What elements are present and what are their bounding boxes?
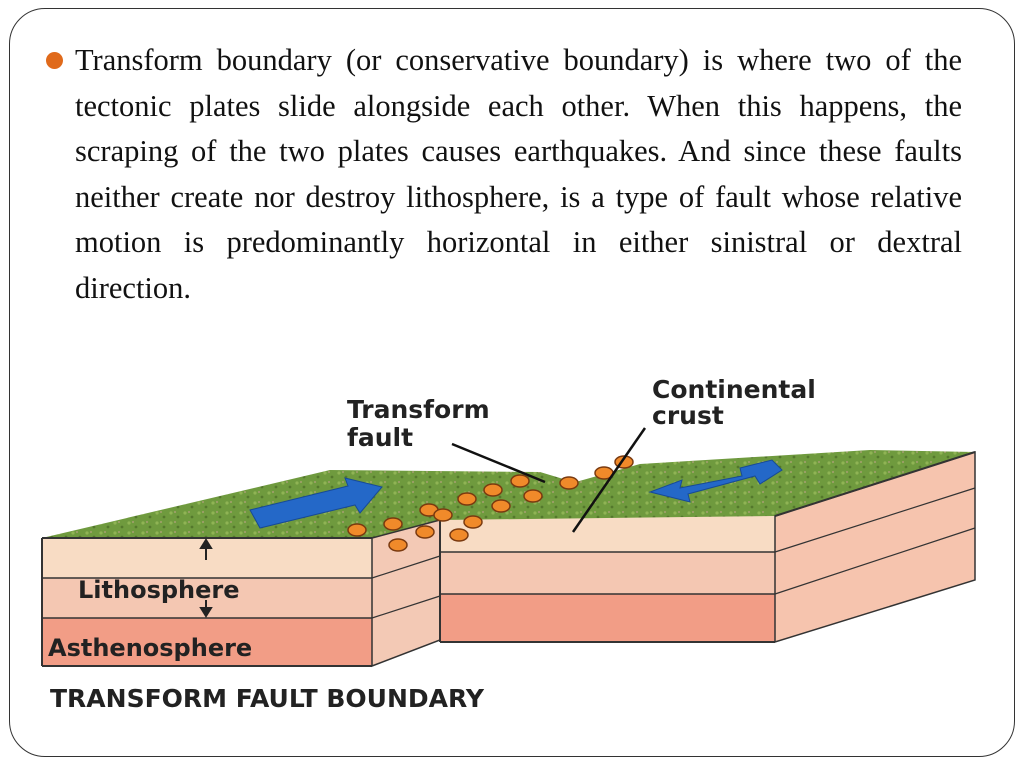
earthquake-dot <box>491 499 511 513</box>
earthquake-dot <box>449 528 469 542</box>
earthquake-dot <box>415 525 435 539</box>
right-asthenosphere-layer <box>440 594 775 642</box>
bullet-point-icon <box>46 52 63 69</box>
continental-crust-leader-line <box>571 427 647 533</box>
right-plate-motion-arrow <box>648 459 783 503</box>
earthquake-dot <box>388 538 408 552</box>
earthquake-foci <box>347 455 634 552</box>
earthquake-dot <box>433 508 453 522</box>
transform-fault-leader-line <box>451 442 546 484</box>
left-plate-motion-arrow <box>249 477 383 529</box>
earthquake-dot <box>559 476 579 490</box>
label-asthenosphere: Asthenosphere <box>48 634 252 662</box>
left-asthenosphere-layer <box>42 618 372 666</box>
earthquake-dot <box>510 474 530 488</box>
bullet-text: Transform boundary (or conservative boun… <box>75 43 962 305</box>
diagram-caption: TRANSFORM FAULT BOUNDARY <box>50 684 485 713</box>
label-transform-fault-line1: Transform <box>347 395 490 424</box>
right-plate-surface <box>440 450 975 540</box>
label-continental-crust-line1: Continental <box>652 375 816 404</box>
right-crust-layer <box>440 516 775 552</box>
lithosphere-thickness-arrows <box>199 538 213 618</box>
label-continental-crust-line2: crust <box>652 401 724 430</box>
label-lithosphere: Lithosphere <box>78 576 240 604</box>
earthquake-dot <box>347 523 367 537</box>
right-plate-block <box>439 450 976 644</box>
right-lithosphere-layer <box>440 552 775 594</box>
earthquake-dot <box>523 489 543 503</box>
earthquake-dot <box>483 483 503 497</box>
earthquake-dot <box>457 492 477 506</box>
label-transform-fault-line2: fault <box>347 423 413 452</box>
earthquake-dot <box>463 515 483 529</box>
earthquake-dot <box>383 517 403 531</box>
